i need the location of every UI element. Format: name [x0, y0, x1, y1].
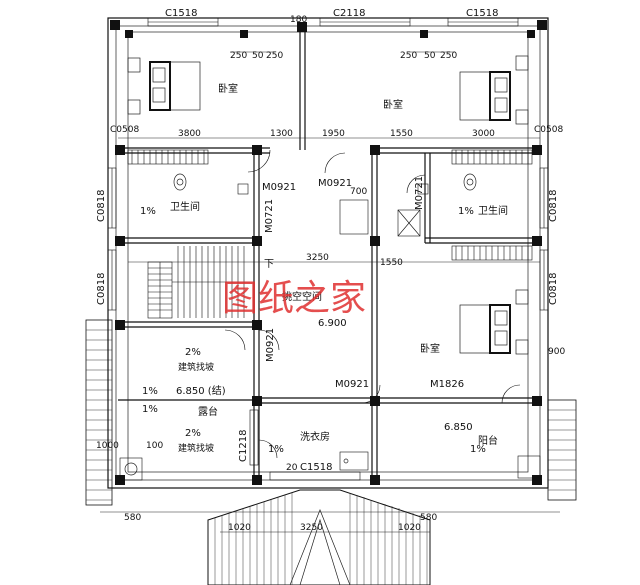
dim-1020-a: 1020 [228, 523, 251, 533]
room-label-bedroom-top-right: 卧室 [383, 98, 403, 111]
door-swings [224, 149, 521, 459]
door-label-m0921-left: M0921 [262, 182, 296, 193]
dim-180-top: 180 [290, 15, 307, 25]
dim-1550-b: 1550 [380, 258, 403, 268]
interior-walls [118, 26, 540, 480]
door-label-m0721-right: M0721 [414, 176, 425, 210]
roof-hatch-bottom [207, 489, 431, 585]
dimension-lines [100, 51, 560, 533]
watermark-text: 图纸之家 [222, 278, 366, 319]
room-label-void: 挑空空间 [282, 290, 322, 303]
slope-1pct-balcony: 1% [470, 444, 486, 455]
dim-1000: 1000 [96, 441, 119, 451]
dim-1020-b: 1020 [398, 523, 421, 533]
elevation-6850-struct: 6.850 (结) [176, 384, 226, 397]
window-label-top-mid: C2118 [333, 8, 365, 19]
dim-250-d: 250 [440, 51, 457, 61]
window-label-c1218: C1218 [238, 430, 249, 462]
shafts [119, 183, 541, 481]
slope-1pct-laundry: 1% [268, 444, 284, 455]
door-label-m0721-left: M0721 [264, 199, 275, 233]
bed-top-left [127, 57, 201, 115]
slope-1pct-terrace-b: 1% [142, 404, 158, 415]
toilet-right [463, 173, 477, 191]
window-label-c0818-right-upper: C0818 [548, 190, 559, 222]
room-label-terrace: 露台 [198, 405, 218, 418]
room-label-laundry: 洗衣房 [300, 430, 330, 443]
bath-slope-right: 1% [458, 206, 474, 217]
window-label-c0818-right-lower: C0818 [548, 273, 559, 305]
dim-700-a: 700 [350, 187, 367, 197]
roof-hatch-right [547, 399, 577, 501]
window-strips [107, 17, 549, 481]
dim-1300: 1300 [270, 129, 293, 139]
elevation-6900: 6.900 [318, 318, 347, 329]
room-label-bedroom-bottom-right: 卧室 [420, 342, 440, 355]
bath-slope-left: 1% [140, 206, 156, 217]
window-label-top-left: C1518 [165, 8, 197, 19]
room-label-balcony: 阳台 [478, 434, 498, 447]
window-label-c0818-left-lower: C0818 [96, 273, 107, 305]
door-label-m0921-lower: M0921 [265, 328, 276, 362]
dim-250-a: 250 [230, 51, 247, 61]
waterproof-label-upper: 建筑找坡 [178, 361, 214, 373]
dim-250-c: 250 [400, 51, 417, 61]
slope-label-lower: 2% [185, 428, 201, 439]
bed-bottom-right [459, 289, 529, 355]
staircase [147, 246, 250, 319]
dim-3000: 3000 [472, 129, 495, 139]
window-label-c0818-left-upper: C0818 [96, 190, 107, 222]
dim-1550-a: 1550 [390, 129, 413, 139]
slope-1pct-terrace-a: 1% [142, 386, 158, 397]
window-label-c0508-right: C0508 [534, 125, 563, 135]
bed-top-right [459, 55, 529, 125]
window-label-c1518-bottom: C1518 [300, 462, 332, 473]
dim-3250-bottom: 3250 [300, 523, 323, 533]
dim-1950: 1950 [322, 129, 345, 139]
room-label-bathroom-right: 卫生间 [478, 204, 508, 217]
room-label-bathroom-left: 卫生间 [170, 200, 200, 213]
dim-100: 100 [146, 441, 163, 451]
dim-900: 900 [548, 347, 565, 357]
slope-label-upper: 2% [185, 347, 201, 358]
dim-3800: 3800 [178, 129, 201, 139]
elevation-6850: 6.850 [444, 422, 473, 433]
dim-250-b: 250 [266, 51, 283, 61]
toilet-left [173, 173, 187, 191]
stair-down-label: 下 [264, 259, 274, 270]
dim-20: 20 [286, 463, 298, 473]
waterproof-label-lower: 建筑找坡 [178, 442, 214, 454]
window-label-c0508-left: C0508 [110, 125, 139, 135]
dim-50-a: 50 [252, 51, 264, 61]
window-label-top-right: C1518 [466, 8, 498, 19]
room-label-bedroom-top-left: 卧室 [218, 82, 238, 95]
door-label-m1826: M1826 [430, 379, 464, 390]
dim-3250: 3250 [306, 253, 329, 263]
dim-50-b: 50 [424, 51, 436, 61]
door-label-m0921-mid: M0921 [318, 178, 352, 189]
wardrobes [127, 149, 533, 261]
dim-580-b: 580 [420, 513, 437, 523]
door-label-m0921-bottom: M0921 [335, 379, 369, 390]
dim-580: 580 [124, 513, 141, 523]
